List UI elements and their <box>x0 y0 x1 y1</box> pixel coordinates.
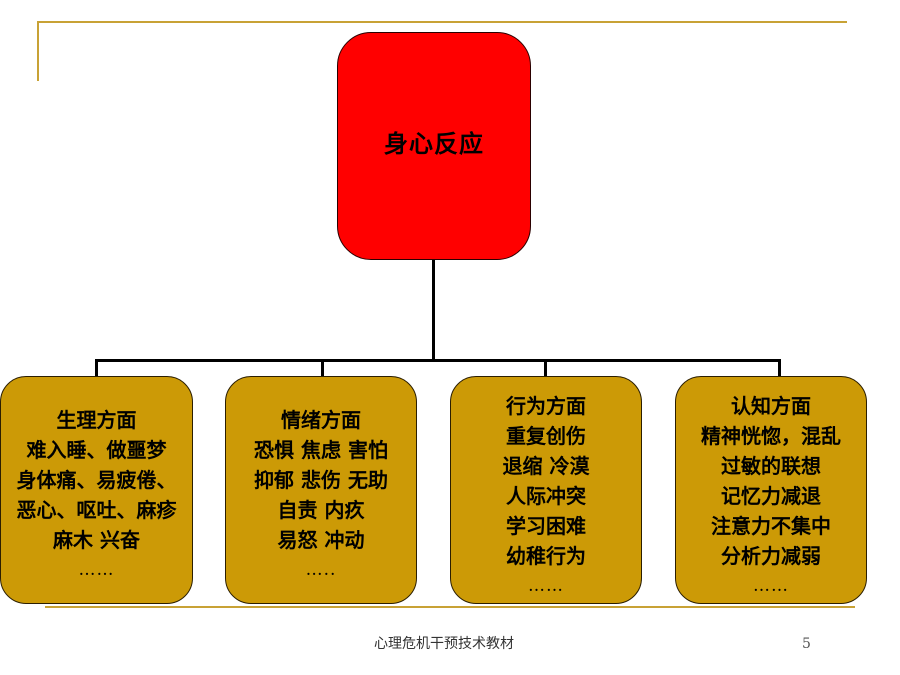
connector-drop-cognitive <box>778 359 781 377</box>
category-item: 退缩 冷漠 <box>502 454 590 478</box>
category-item: 抑郁 悲伤 无助 <box>254 468 388 492</box>
category-item: 幼稚行为 <box>506 544 586 568</box>
connector-drop-behavioral <box>544 359 547 377</box>
category-item: 过敏的联想 <box>721 454 821 478</box>
category-item: 记忆力减退 <box>721 484 821 508</box>
category-title: 认知方面 <box>731 394 811 418</box>
connector-drop-physiological <box>95 359 98 377</box>
category-item: 身体痛、易疲倦、 <box>16 468 177 492</box>
connector-drop-emotional <box>321 359 324 377</box>
category-ellipsis: …… <box>528 576 564 596</box>
category-item: 人际冲突 <box>506 484 586 508</box>
root-node: 身心反应 <box>337 32 531 260</box>
category-item: 恶心、呕吐、麻疹 <box>16 498 177 522</box>
top-decor-line <box>37 21 847 23</box>
category-item: 麻木 兴奋 <box>53 528 140 552</box>
category-item: 难入睡、做噩梦 <box>26 438 167 462</box>
category-title: 生理方面 <box>56 408 137 432</box>
left-decor-line <box>37 21 39 81</box>
category-title: 情绪方面 <box>281 408 361 432</box>
category-item: 注意力不集中 <box>711 514 831 538</box>
page-number: 5 <box>802 636 811 652</box>
category-item: 分析力减弱 <box>721 544 821 568</box>
category-item: 自责 内疚 <box>277 498 365 522</box>
category-item: 学习困难 <box>506 514 586 538</box>
bottom-decor-line <box>45 606 855 608</box>
footer-title: 心理危机干预技术教材 <box>374 636 514 652</box>
connector-bus <box>95 359 781 362</box>
category-item: 恐惧 焦虑 害怕 <box>254 438 388 462</box>
category-ellipsis: …… <box>78 560 115 580</box>
category-item: 重复创伤 <box>506 424 586 448</box>
category-cognitive: 认知方面 精神恍惚，混乱 过敏的联想 记忆力减退 注意力不集中 分析力减弱 …… <box>675 376 867 604</box>
category-title: 行为方面 <box>506 394 586 418</box>
category-physiological: 生理方面 难入睡、做噩梦 身体痛、易疲倦、 恶心、呕吐、麻疹 麻木 兴奋 …… <box>0 376 193 604</box>
category-ellipsis: …… <box>753 576 789 596</box>
category-item: 易怒 冲动 <box>277 528 365 552</box>
category-item: 精神恍惚，混乱 <box>701 424 841 448</box>
connector-trunk <box>432 260 435 362</box>
category-ellipsis: ….. <box>305 560 337 580</box>
category-behavioral: 行为方面 重复创伤 退缩 冷漠 人际冲突 学习困难 幼稚行为 …… <box>450 376 642 604</box>
category-emotional: 情绪方面 恐惧 焦虑 害怕 抑郁 悲伤 无助 自责 内疚 易怒 冲动 ….. <box>225 376 417 604</box>
root-node-label: 身心反应 <box>384 128 484 158</box>
